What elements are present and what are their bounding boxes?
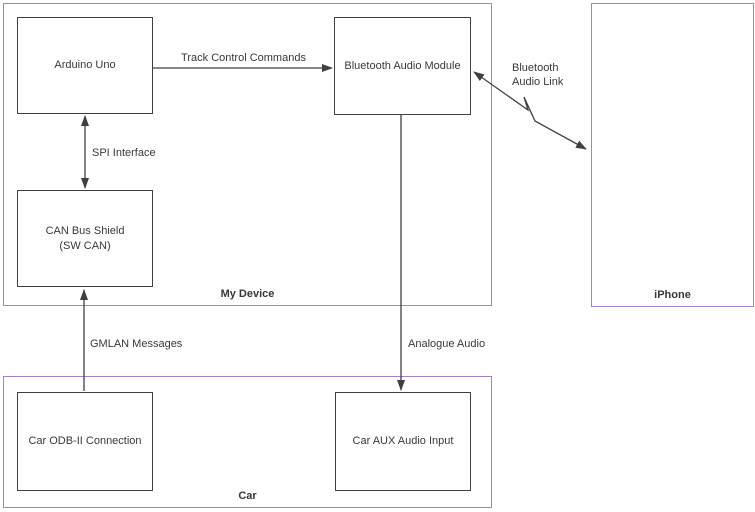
- label-analogue-audio: Analogue Audio: [408, 338, 486, 350]
- node-car-aux-audio-input: Car AUX Audio Input: [335, 392, 471, 491]
- label-bluetooth-audio-link-line2: Audio Link: [512, 76, 564, 88]
- label-track-control-commands: Track Control Commands: [181, 52, 306, 64]
- container-my-device: My Device: [3, 3, 492, 306]
- node-can-bus-shield-label-line1: CAN Bus Shield: [45, 224, 125, 237]
- node-can-bus-shield-label-line2: (SW CAN): [59, 239, 111, 252]
- container-my-device-label: My Device: [220, 288, 275, 300]
- container-iphone: iPhone: [591, 3, 754, 307]
- node-arduino-uno-label: Arduino Uno: [54, 59, 116, 71]
- node-car-aux-audio-input-label: Car AUX Audio Input: [352, 435, 454, 447]
- container-car-label: Car: [238, 490, 257, 502]
- node-bluetooth-audio-module: Bluetooth Audio Module: [334, 17, 471, 115]
- node-arduino-uno: Arduino Uno: [17, 17, 153, 114]
- label-gmlan-messages: GMLAN Messages: [90, 338, 183, 350]
- label-spi-interface: SPI Interface: [92, 147, 156, 159]
- label-bluetooth-audio-link: Bluetooth Audio Link: [512, 61, 563, 89]
- node-car-odb-ii-connection: Car ODB-II Connection: [17, 392, 153, 491]
- node-can-bus-shield: CAN Bus Shield (SW CAN): [17, 190, 153, 287]
- label-bluetooth-audio-link-line1: Bluetooth: [512, 62, 559, 74]
- container-iphone-label: iPhone: [654, 289, 691, 301]
- container-car: Car: [3, 376, 492, 508]
- node-car-odb-ii-connection-label: Car ODB-II Connection: [28, 435, 142, 447]
- node-bluetooth-audio-module-label: Bluetooth Audio Module: [344, 59, 461, 72]
